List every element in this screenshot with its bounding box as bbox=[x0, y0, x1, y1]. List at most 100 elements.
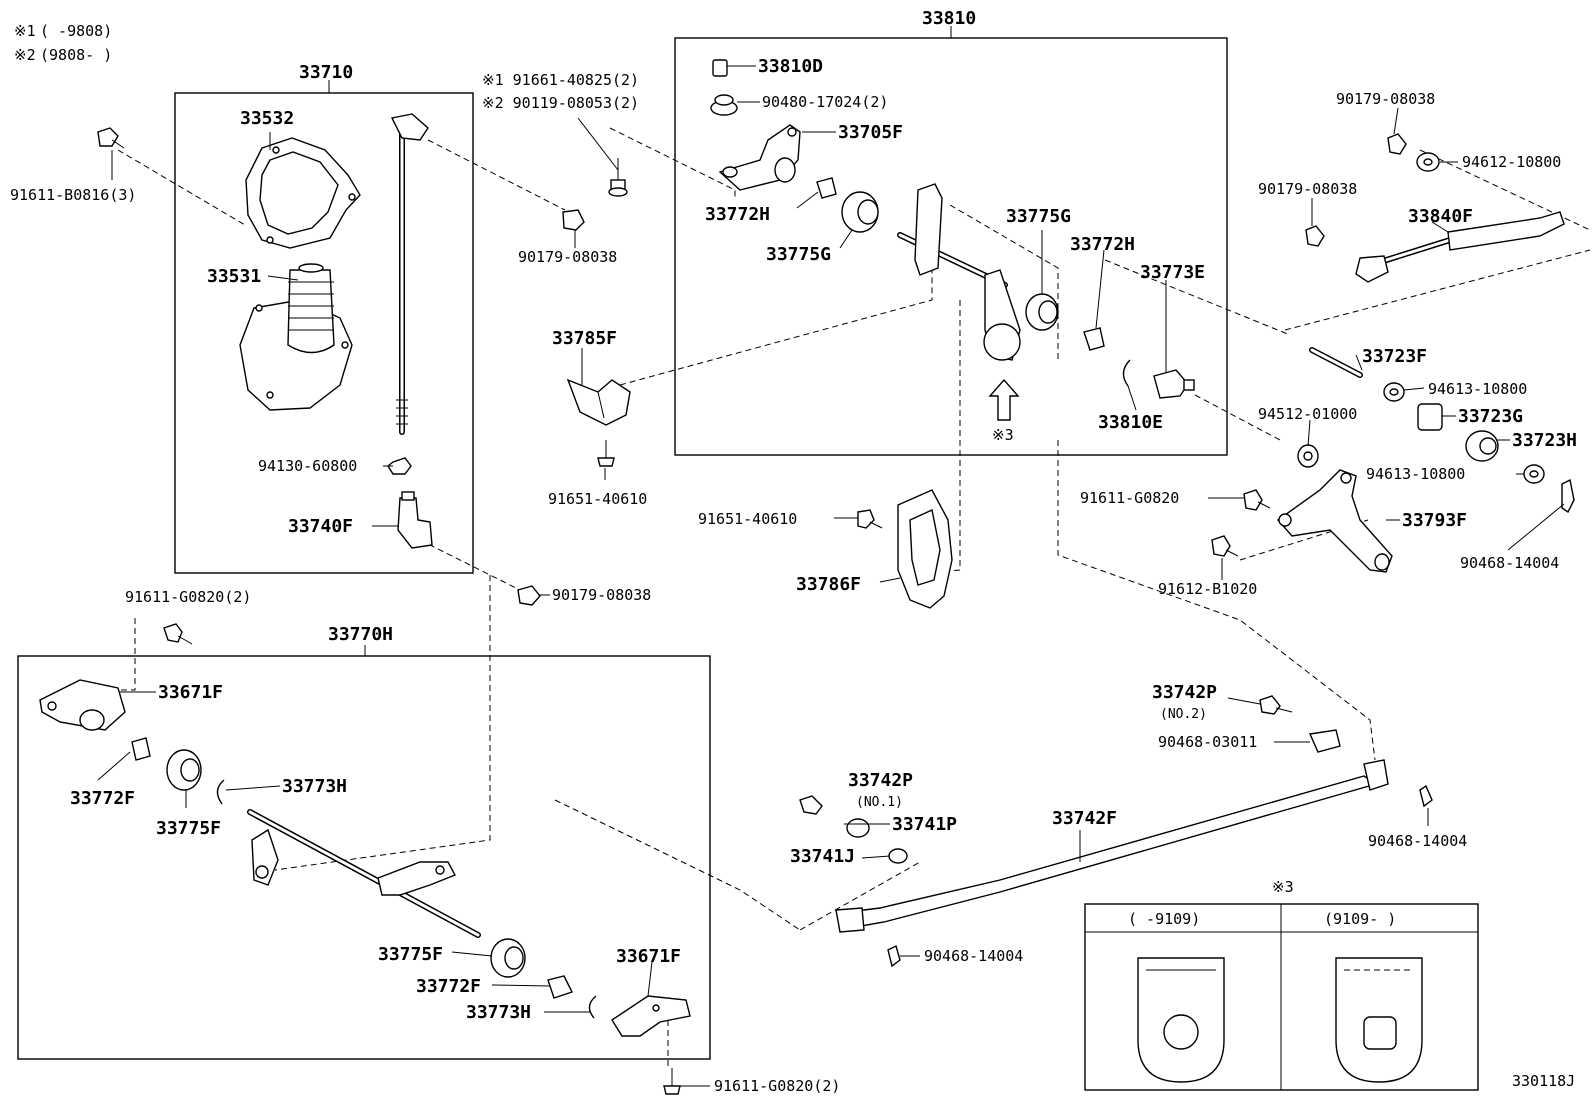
part-90179-nut-b bbox=[517, 585, 541, 606]
inset-left-range: ( -9109) bbox=[1128, 910, 1200, 928]
part-33705F-bracket bbox=[718, 124, 801, 191]
label-33723F: 33723F bbox=[1362, 346, 1427, 367]
part-cross-shaft bbox=[247, 809, 481, 938]
label-33786F: 33786F bbox=[796, 574, 861, 595]
label-91651-b: 91651-40610 bbox=[698, 510, 797, 528]
note-2-mark: ※2 bbox=[14, 46, 36, 64]
part-shift-rod bbox=[390, 113, 429, 435]
label-94613-a: 94613-10800 bbox=[1428, 380, 1527, 398]
part-33810D bbox=[712, 59, 728, 77]
part-33532-gasket bbox=[245, 137, 361, 249]
label-note3-arrow: ※3 bbox=[992, 426, 1014, 444]
part-33775G-b bbox=[1025, 293, 1059, 331]
label-33775G-a: 33775G bbox=[766, 244, 831, 265]
label-33793F: 33793F bbox=[1402, 510, 1467, 531]
label-33742F: 33742F bbox=[1052, 808, 1117, 829]
part-90468-clip-a bbox=[1561, 478, 1575, 514]
part-33775F-a bbox=[166, 749, 202, 791]
label-33742P-no2-note: (NO.2) bbox=[1160, 707, 1207, 722]
part-33793F-lever bbox=[1276, 469, 1393, 573]
label-33840F: 33840F bbox=[1408, 206, 1473, 227]
label-33671F-a: 33671F bbox=[158, 682, 223, 703]
label-94130: 94130-60800 bbox=[258, 457, 357, 475]
part-94612-washer bbox=[1416, 152, 1440, 172]
label-90179-d: 90179-08038 bbox=[1258, 180, 1357, 198]
part-select-shaft bbox=[897, 183, 1021, 361]
label-90179-b: 90179-08038 bbox=[552, 586, 651, 604]
label-33772H-a: 33772H bbox=[705, 204, 770, 225]
label-33532: 33532 bbox=[240, 108, 294, 129]
label-90468-b: 90468-14004 bbox=[1368, 832, 1467, 850]
part-90468-03011 bbox=[1308, 729, 1341, 753]
part-33742P-no1 bbox=[799, 795, 823, 815]
label-33770H: 33770H bbox=[328, 624, 393, 645]
part-33740F-joint bbox=[397, 491, 433, 549]
figure-id: 330118J bbox=[1512, 1072, 1575, 1090]
label-33742P-no1: 33742P bbox=[848, 770, 913, 791]
part-33742P-no2 bbox=[1259, 695, 1293, 715]
part-91612-bolt bbox=[1211, 535, 1239, 557]
label-33723G: 33723G bbox=[1458, 406, 1523, 427]
part-33775G-a bbox=[841, 191, 879, 233]
part-94613-washer-b bbox=[1523, 464, 1545, 484]
part-33772F-b bbox=[547, 975, 573, 999]
label-94613-b: 94613-10800 bbox=[1366, 465, 1465, 483]
part-90179-nut-c bbox=[1387, 133, 1407, 155]
inset-mark: ※3 bbox=[1272, 878, 1294, 896]
shaft-box bbox=[674, 37, 1228, 456]
part-33723H-bush bbox=[1465, 430, 1499, 462]
label-33710: 33710 bbox=[299, 62, 353, 83]
part-33775F-b bbox=[490, 938, 526, 978]
inset-note3: ※3 ( -9109) (9109- ) bbox=[1084, 878, 1479, 1091]
part-33772H-b bbox=[1083, 327, 1105, 351]
label-91651-a: 91651-40610 bbox=[548, 490, 647, 508]
label-90480: 90480-17024(2) bbox=[762, 93, 888, 111]
cross-shaft-box bbox=[17, 655, 711, 1060]
label-33772F-a: 33772F bbox=[70, 788, 135, 809]
part-33773H-a bbox=[216, 779, 225, 805]
label-91611-g0820: 91611-G0820 bbox=[1080, 489, 1179, 507]
label-33705F: 33705F bbox=[838, 122, 903, 143]
label-33741P: 33741P bbox=[892, 814, 957, 835]
part-33772F-a bbox=[131, 737, 151, 761]
label-33785F: 33785F bbox=[552, 328, 617, 349]
note-1-mark: ※1 bbox=[14, 22, 36, 40]
note-1-range: ( -9808) bbox=[40, 22, 112, 40]
label-91611-g0820-2b: 91611-G0820(2) bbox=[714, 1077, 840, 1095]
part-33741P bbox=[846, 818, 870, 838]
part-view-arrow bbox=[988, 378, 1020, 421]
label-90468-a: 90468-14004 bbox=[1460, 554, 1559, 572]
label-94612: 94612-10800 bbox=[1462, 153, 1561, 171]
label-33531: 33531 bbox=[207, 266, 261, 287]
label-33741J: 33741J bbox=[790, 846, 855, 867]
part-33723F-pin bbox=[1309, 347, 1363, 378]
part-91651-bolt-b bbox=[857, 509, 883, 529]
label-91611-b0816: 91611-B0816(3) bbox=[10, 186, 136, 204]
part-33772H-a bbox=[816, 177, 837, 199]
label-33742P-no1-note: (NO.1) bbox=[856, 795, 903, 810]
part-94613-washer-a bbox=[1383, 382, 1405, 402]
label-33775G-b: 33775G bbox=[1006, 206, 1071, 227]
label-94512: 94512-01000 bbox=[1258, 405, 1357, 423]
label-33772F-b: 33772F bbox=[416, 976, 481, 997]
inset-right-range: (9109- ) bbox=[1324, 910, 1396, 928]
part-33531-boot bbox=[239, 263, 353, 411]
label-33810E: 33810E bbox=[1098, 412, 1163, 433]
part-33671F-bracket-a bbox=[39, 679, 126, 731]
part-90119-bolt bbox=[608, 158, 628, 197]
part-90468-clip-b bbox=[1419, 784, 1433, 808]
part-33810E-clip bbox=[1122, 359, 1131, 387]
label-33810: 33810 bbox=[922, 8, 976, 29]
shift-lever-box bbox=[174, 92, 474, 574]
label-90119-note: ※2 90119-08053(2) bbox=[482, 94, 639, 112]
label-33773E: 33773E bbox=[1140, 262, 1205, 283]
part-33671F-bracket-b bbox=[611, 995, 691, 1037]
part-90179-nut-d bbox=[1305, 225, 1325, 247]
part-91611-bolt-b bbox=[163, 623, 193, 645]
label-33772H-b: 33772H bbox=[1070, 234, 1135, 255]
part-33840F-link bbox=[1355, 211, 1565, 283]
label-90179-a: 90179-08038 bbox=[518, 248, 617, 266]
part-33741J bbox=[888, 848, 908, 864]
label-33773H-b: 33773H bbox=[466, 1002, 531, 1023]
